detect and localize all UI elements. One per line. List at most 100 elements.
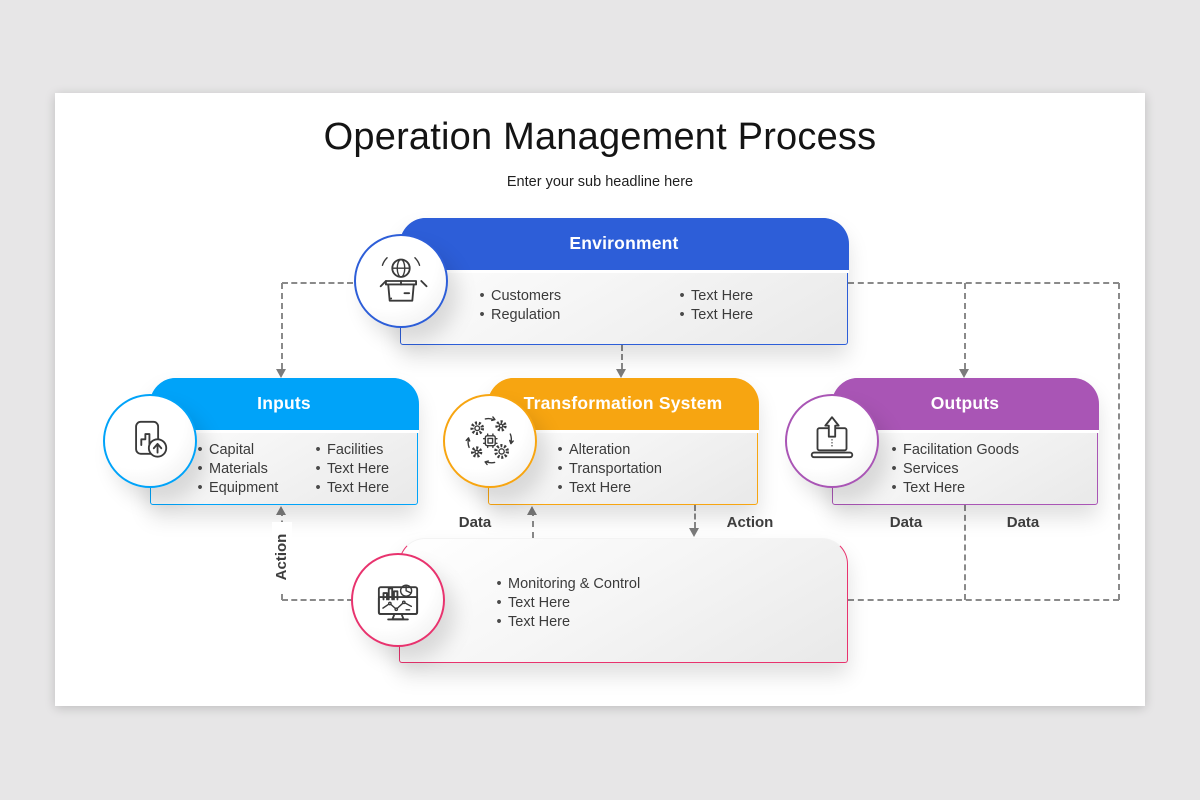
connector-env-to-inputs-h	[282, 282, 353, 284]
monitor-analytics-icon	[377, 584, 419, 621]
list-item: Text Here	[490, 593, 640, 612]
monitoring-col1: Monitoring & Control Text Here Text Here	[490, 574, 640, 631]
inputs-box: Inputs Capital Materials Equipment Facil…	[149, 377, 419, 505]
list-item-text: Alteration	[569, 442, 631, 458]
list-item-text: Facilitation Goods	[903, 442, 1020, 458]
list-item-text: Text Here	[508, 613, 571, 630]
arrowhead-into-inputs-top	[276, 369, 286, 378]
bullet-icon	[885, 461, 903, 477]
bullet-icon	[473, 307, 491, 323]
bullet-icon	[673, 288, 691, 304]
list-item: Services	[885, 460, 1019, 479]
bullet-icon	[490, 576, 508, 592]
environment-body: Customers Regulation Text Here Text Here	[401, 273, 847, 325]
connector-outputs-data-v	[964, 505, 966, 600]
bullet-icon	[309, 461, 327, 477]
gears-process-icon	[465, 416, 514, 466]
list-item: Transportation	[551, 460, 662, 479]
bullet-icon	[191, 480, 209, 496]
environment-box: Environment Customers Regulation Text He…	[399, 217, 849, 345]
list-item: Customers	[473, 287, 673, 306]
list-item: Capital	[191, 441, 309, 460]
transformation-body: Alteration Transportation Text Here	[489, 433, 757, 498]
slide-subtitle: Enter your sub headline here	[506, 174, 694, 190]
list-item-text: Regulation	[491, 307, 561, 323]
transformation-header: Transformation System	[487, 377, 759, 433]
environment-col2: Text Here Text Here	[673, 287, 753, 325]
environment-col1: Customers Regulation	[473, 287, 673, 325]
list-item-text: Text Here	[327, 480, 390, 496]
arrowhead-into-monitoring-top	[689, 528, 699, 537]
inputs-badge	[103, 394, 197, 488]
list-item: Facilitation Goods	[885, 441, 1019, 460]
bullet-icon	[309, 480, 327, 496]
slide-title: Operation Management Process	[323, 116, 877, 158]
arrowhead-into-transformation-top	[616, 369, 626, 378]
list-item: Alteration	[551, 441, 662, 460]
transformation-badge	[443, 394, 537, 488]
transformation-box: Transformation System Alteration Transpo…	[487, 377, 759, 505]
inputs-body: Capital Materials Equipment Facilities T…	[151, 433, 417, 498]
bullet-icon	[885, 480, 903, 496]
label-data-outputs-left: Data	[889, 514, 923, 531]
list-item-text: Capital	[209, 442, 255, 458]
list-item-text: Monitoring & Control	[508, 575, 641, 592]
inputs-header: Inputs	[149, 377, 419, 433]
bullet-icon	[490, 614, 508, 630]
bullet-icon	[309, 442, 327, 458]
list-item: Materials	[191, 460, 309, 479]
laptop-upload-icon	[810, 416, 854, 459]
environment-badge	[354, 234, 448, 328]
list-item-text: Materials	[209, 461, 268, 477]
connector-transformation-to-monitoring	[694, 505, 696, 528]
bullet-icon	[551, 461, 569, 477]
outputs-col1: Facilitation Goods Services Text Here	[885, 441, 1019, 498]
environment-header: Environment	[399, 217, 849, 273]
list-item: Text Here	[885, 479, 1019, 498]
bullet-icon	[490, 595, 508, 611]
list-item-text: Services	[903, 461, 959, 477]
bullet-icon	[551, 442, 569, 458]
bullet-icon	[885, 442, 903, 458]
monitoring-body: Monitoring & Control Text Here Text Here	[400, 539, 847, 631]
list-item: Regulation	[473, 306, 673, 325]
connector-env-to-inputs-v	[281, 283, 283, 369]
connector-monitoring-to-inputs-h	[282, 599, 353, 601]
transformation-col1: Alteration Transportation Text Here	[551, 441, 662, 498]
list-item-text: Text Here	[903, 480, 966, 496]
list-item-text: Customers	[491, 288, 562, 304]
list-item-text: Text Here	[508, 594, 571, 611]
outputs-header: Outputs	[831, 377, 1099, 433]
label-data-feedback: Data	[458, 514, 492, 531]
globe-box-icon	[379, 257, 428, 302]
inputs-col2: Facilities Text Here Text Here	[309, 441, 389, 498]
list-item-text: Transportation	[569, 461, 662, 477]
outputs-badge	[785, 394, 879, 488]
arrowhead-into-transformation-bottom	[527, 506, 537, 515]
arrowhead-into-outputs-top	[959, 369, 969, 378]
connector-env-to-transformation	[621, 345, 623, 369]
bullet-icon	[191, 461, 209, 477]
list-item: Equipment	[191, 479, 309, 498]
list-item-text: Text Here	[691, 288, 754, 304]
bullet-icon	[473, 288, 491, 304]
label-action-feedback-vertical: Action	[272, 522, 292, 592]
connector-loop-to-monitoring-right	[848, 599, 1119, 601]
bar-chart-upload-icon	[135, 420, 168, 458]
list-item-text: Text Here	[691, 307, 754, 323]
label-action-to-monitoring: Action	[726, 514, 774, 531]
connector-env-to-outputs-v	[964, 283, 966, 369]
monitoring-badge	[351, 553, 445, 647]
monitoring-box: Monitoring & Control Text Here Text Here	[399, 538, 848, 663]
list-item-text: Text Here	[569, 480, 632, 496]
connector-right-loop-v	[1118, 283, 1120, 600]
list-item: Text Here	[309, 479, 389, 498]
list-item: Monitoring & Control	[490, 574, 640, 593]
outputs-body: Facilitation Goods Services Text Here	[833, 433, 1097, 498]
connector-monitoring-to-transformation	[532, 510, 534, 538]
list-item-text: Text Here	[327, 461, 390, 477]
inputs-col1: Capital Materials Equipment	[191, 441, 309, 498]
list-item: Text Here	[490, 612, 640, 631]
list-item: Text Here	[309, 460, 389, 479]
